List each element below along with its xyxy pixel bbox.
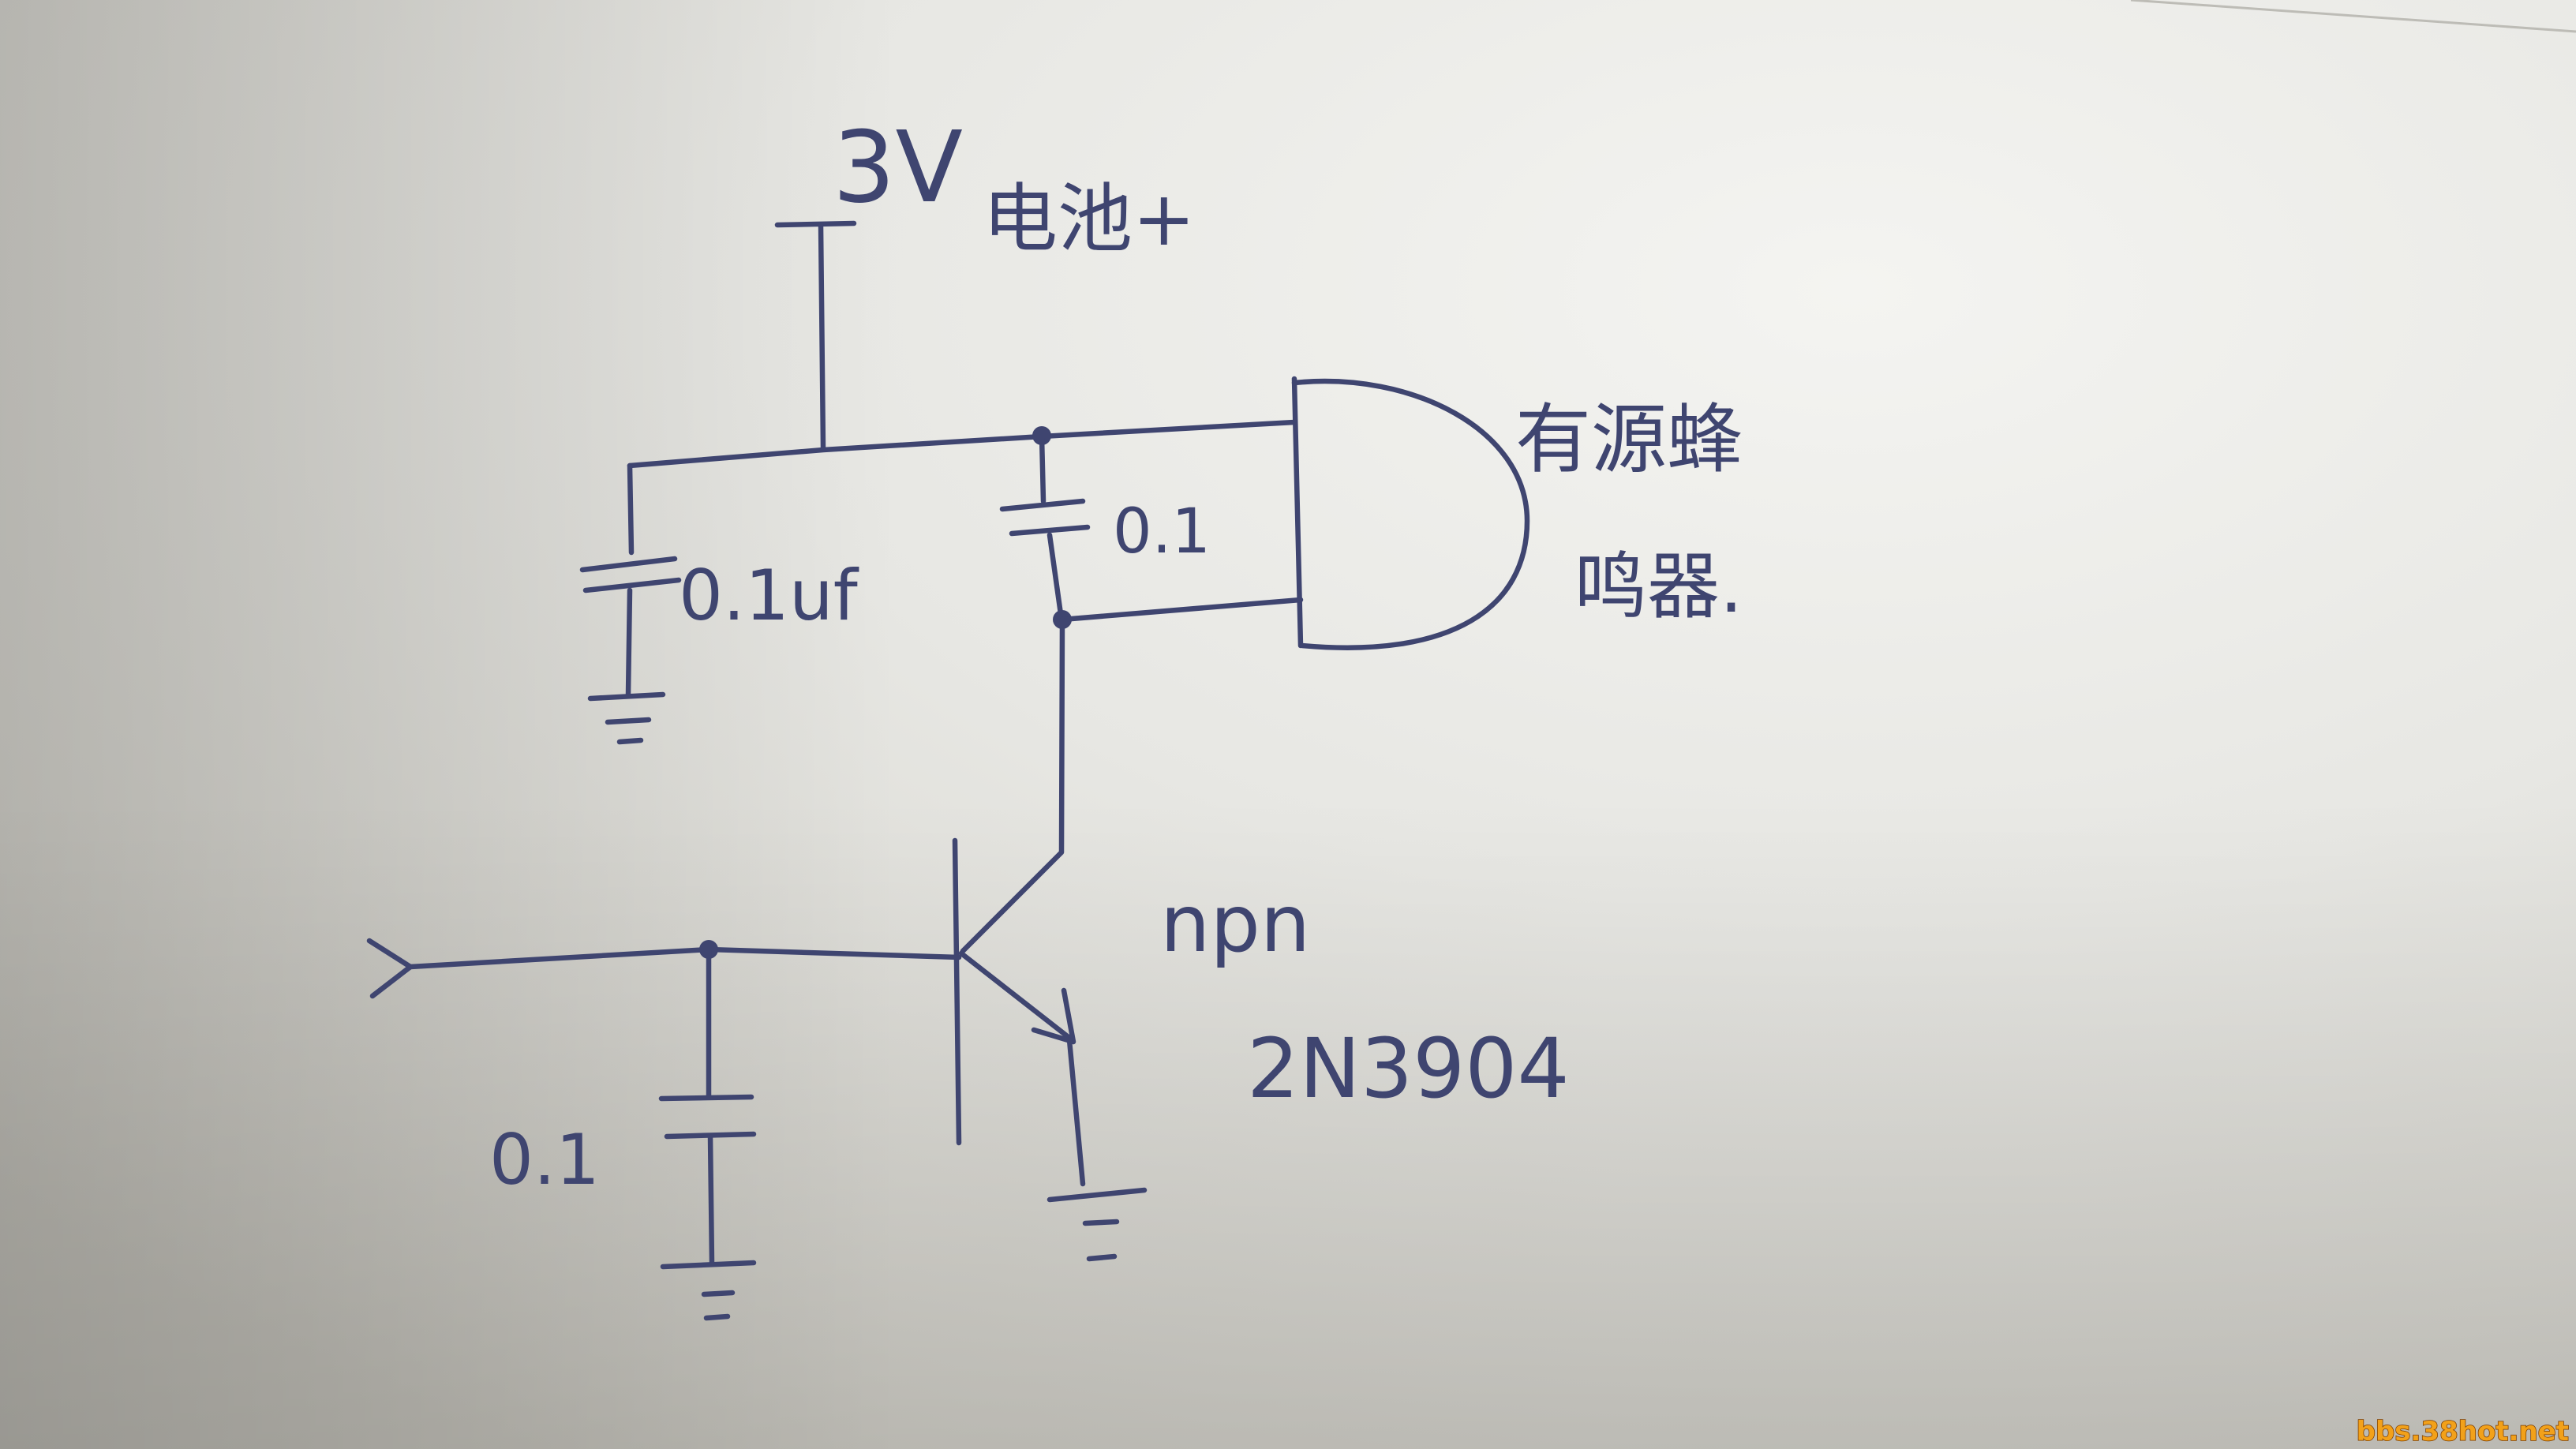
label-buzzer-line2: 鸣器.	[1574, 545, 1743, 629]
buzzer-symbol	[1059, 376, 1530, 650]
watermark-text: bbs.38hot.net	[2357, 1416, 2569, 1447]
label-supply-voltage: 3V	[833, 110, 963, 225]
label-supply-name: 电池+	[983, 176, 1196, 263]
label-cap-input: 0.1	[489, 1119, 600, 1200]
label-transistor-type: npn	[1160, 878, 1310, 970]
label-transistor-part: 2N3904	[1247, 1020, 1570, 1117]
npn-transistor-symbol	[952, 616, 1086, 1187]
label-cap-top-left: 0.1uf	[679, 555, 859, 636]
ground-symbol-input	[660, 1260, 757, 1321]
paper-edge	[2130, 0, 2576, 33]
capacitor-input	[658, 948, 757, 1266]
battery-terminal	[774, 220, 857, 451]
label-cap-top-middle: 0.1	[1113, 496, 1211, 567]
capacitor-decoupling-left	[579, 462, 682, 698]
ground-symbol-emitter	[1046, 1187, 1148, 1262]
label-buzzer-line1: 有源蜂	[1515, 395, 1743, 484]
ground-symbol-left	[587, 691, 666, 745]
